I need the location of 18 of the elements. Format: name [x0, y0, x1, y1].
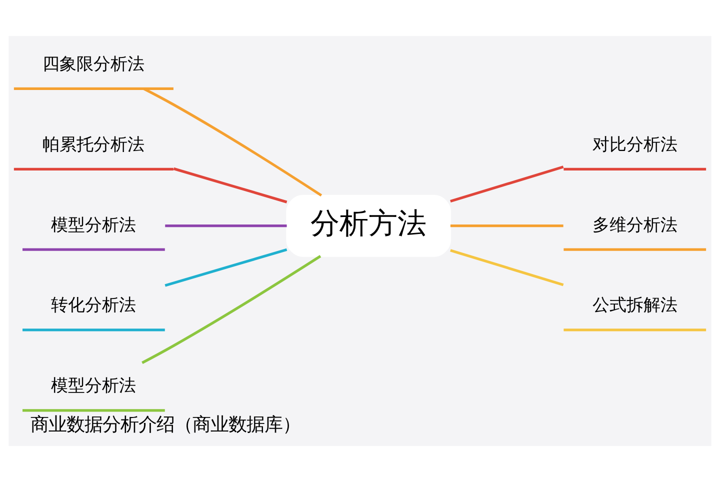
- connector: [173, 166, 288, 203]
- connector: [143, 87, 322, 196]
- caption: 商业数据分析介绍（商业数据库）: [30, 414, 301, 435]
- node-text: 四象限分析法: [42, 54, 145, 74]
- node-text: 对比分析法: [592, 134, 678, 154]
- node-text: 模型分析法: [51, 376, 136, 396]
- node-text: 模型分析法: [51, 214, 136, 235]
- node-box: 分析方法: [286, 194, 451, 256]
- connector: [450, 224, 564, 227]
- node-text: 多维分析法: [592, 214, 678, 235]
- connector: [450, 248, 564, 286]
- connector: [450, 165, 564, 202]
- connector: [165, 224, 287, 227]
- node-text: 公式拆解法: [592, 295, 678, 316]
- node-text: 帕累托分析法: [42, 134, 145, 154]
- connector: [164, 248, 288, 286]
- connector: [142, 254, 322, 364]
- node-text: 转化分析法: [51, 295, 136, 316]
